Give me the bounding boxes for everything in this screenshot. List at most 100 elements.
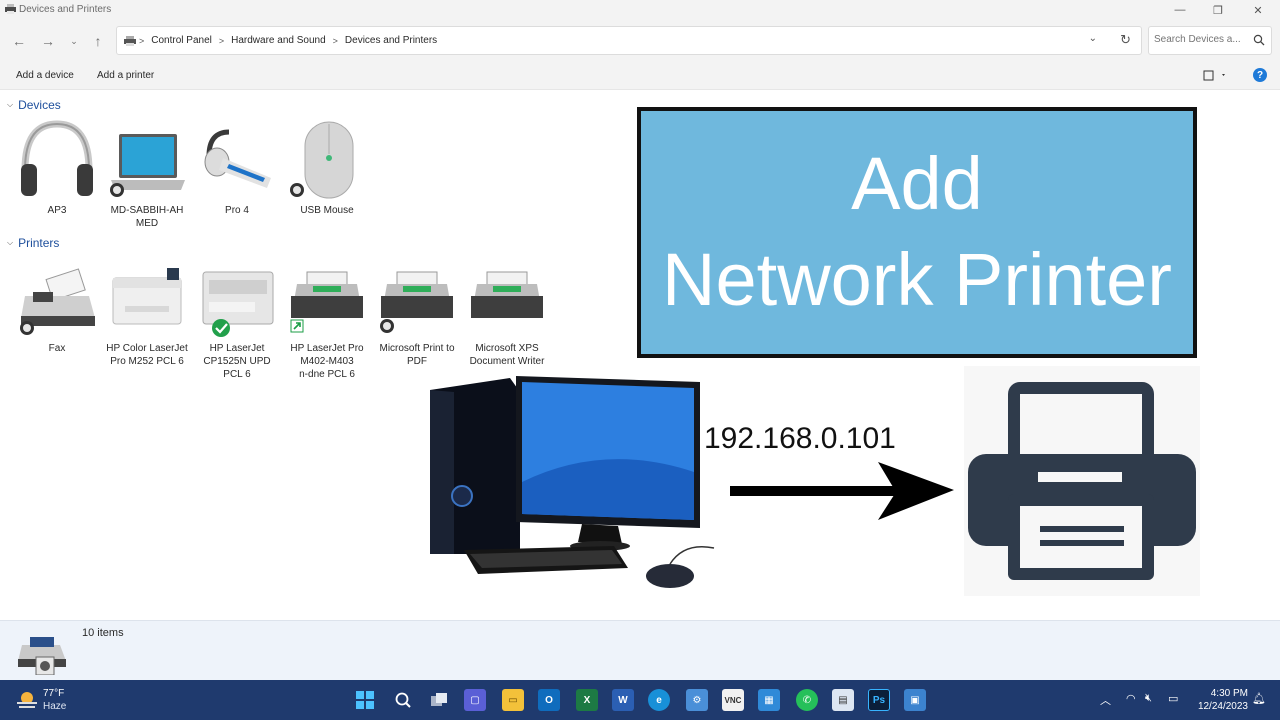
refresh-icon[interactable]: ↻ (1120, 32, 1131, 47)
chevron-down-icon: ⌵ (7, 238, 14, 247)
printer-label: HP Color LaserJet Pro M252 PCL 6 (106, 343, 188, 367)
clock-time: 4:30 PM (1210, 688, 1248, 699)
control-panel-icon[interactable]: ⚙ (686, 689, 708, 711)
device-usb-mouse[interactable]: USB Mouse (282, 118, 372, 217)
weather-condition: Haze (43, 701, 67, 712)
help-button[interactable]: ? (1253, 68, 1267, 82)
breadcrumb-hardware-and-sound[interactable]: Hardware and Sound (231, 35, 326, 46)
taskbar: 77°F Haze ▢ ▭ O X W e ⚙ VNC ▦ ✆ ▤ Ps ▣ ︿… (0, 680, 1280, 720)
change-view-icon[interactable] (1203, 70, 1227, 82)
headline-line-1: Add (851, 142, 983, 225)
back-button[interactable]: ← (12, 33, 26, 49)
printer-label: Fax (48, 343, 66, 354)
add-device-button[interactable]: Add a device (16, 70, 74, 81)
fax-icon (20, 268, 95, 335)
file-explorer-icon[interactable]: ▭ (502, 689, 524, 711)
printers-header-label: Printers (18, 236, 60, 250)
device-label: MD-SABBIH-AH MED (110, 205, 184, 229)
headphones-icon (21, 120, 93, 196)
device-label: Pro 4 (225, 205, 249, 216)
whatsapp-icon[interactable]: ✆ (796, 689, 818, 711)
printer-icon (380, 271, 453, 333)
excel-icon[interactable]: X (576, 689, 598, 711)
close-button[interactable]: ✕ (1253, 4, 1263, 17)
headline-banner: Add Network Printer (637, 107, 1197, 358)
task-view-button[interactable] (428, 689, 450, 711)
breadcrumb-separator-icon: > (139, 35, 145, 46)
wifi-icon[interactable]: ◠ (1126, 693, 1136, 705)
printer-icon (471, 271, 543, 318)
laptop-icon (110, 134, 185, 197)
printer-icon (202, 271, 274, 337)
device-md-sabbih-ahmed[interactable]: MD-SABBIH-AH MED (102, 118, 192, 230)
teams-chat-icon[interactable]: ▢ (464, 689, 486, 711)
item-count: 10 items (82, 627, 124, 639)
notification-bell-icon[interactable]: 🔔︎ (1252, 693, 1266, 705)
breadcrumb: > Control Panel > Hardware and Sound > D… (139, 35, 437, 46)
taskbar-search-button[interactable] (392, 689, 414, 711)
headline-line-2: Network Printer (662, 238, 1172, 321)
printer-hp-laserjet-pro-m402[interactable]: HP LaserJet Pro M402-M403 n-dne PCL 6 (282, 266, 372, 381)
printer-microsoft-xps-writer[interactable]: Microsoft XPS Document Writer (462, 266, 552, 368)
recent-locations-button[interactable]: ⌄ (70, 35, 78, 46)
printer-icon (112, 268, 182, 325)
printers-group-header[interactable]: ⌵ Printers (7, 236, 59, 250)
chevron-down-icon[interactable]: ⌄ (1088, 33, 1097, 44)
printer-hp-color-laserjet[interactable]: HP Color LaserJet Pro M252 PCL 6 (102, 266, 192, 368)
printer-icon (964, 366, 1200, 596)
search-input[interactable] (1154, 34, 1250, 45)
vnc-viewer-icon[interactable]: VNC (722, 689, 744, 711)
mouse-icon (290, 121, 354, 199)
device-label: AP3 (47, 205, 67, 216)
device-ap3[interactable]: AP3 (12, 118, 102, 217)
ip-address-label: 192.168.0.101 (704, 422, 896, 455)
weather-temperature: 77°F (43, 688, 65, 699)
microsoft-store-icon[interactable]: ▦ (758, 689, 780, 711)
navigation-bar: ← → ⌄ ↑ > Control Panel > Hardware and S… (0, 20, 1280, 62)
up-button[interactable]: ↑ (94, 33, 102, 49)
device-pro-4[interactable]: Pro 4 (192, 118, 282, 217)
devices-printers-icon (5, 4, 16, 14)
headset-icon (204, 129, 271, 188)
maximize-button[interactable]: ❐ (1213, 4, 1223, 17)
printer-fax[interactable]: Fax (12, 266, 102, 355)
clock-date: 12/24/2023 (1197, 701, 1248, 712)
devices-header-label: Devices (18, 98, 61, 112)
printer-microsoft-print-to-pdf[interactable]: Microsoft Print to PDF (372, 266, 462, 368)
printer-hp-laserjet-cp1525n[interactable]: HP LaserJet CP1525N UPD PCL 6 (192, 266, 282, 381)
photoshop-icon[interactable]: Ps (868, 689, 890, 711)
printer-icon (290, 271, 363, 333)
printer-label: HP LaserJet CP1525N UPD PCL 6 (203, 343, 271, 380)
window-title: Devices and Printers (19, 4, 112, 15)
forward-button[interactable]: → (41, 33, 55, 49)
search-icon (395, 692, 411, 708)
start-button[interactable] (354, 689, 376, 711)
device-label: USB Mouse (300, 205, 354, 216)
devices-and-printers-taskbar-icon[interactable]: ▤ (832, 689, 854, 711)
address-bar[interactable]: > Control Panel > Hardware and Sound > D… (116, 26, 1142, 55)
add-printer-button[interactable]: Add a printer (97, 70, 155, 81)
clock[interactable]: 4:30 PM 12/24/2023 (1196, 687, 1248, 713)
printer-label: HP LaserJet Pro M402-M403 n-dne PCL 6 (290, 343, 364, 380)
breadcrumb-control-panel[interactable]: Control Panel (151, 35, 212, 46)
search-icon[interactable] (1253, 34, 1265, 46)
title-bar: Devices and Printers — ❐ ✕ (0, 0, 1280, 20)
breadcrumb-devices-and-printers[interactable]: Devices and Printers (344, 35, 438, 46)
devices-group-header[interactable]: ⌵ Devices (7, 98, 61, 112)
speaker-muted-icon[interactable]: 🔇︎ (1145, 692, 1152, 704)
battery-icon[interactable]: ▭ (1168, 693, 1179, 705)
minimize-button[interactable]: — (1174, 4, 1186, 16)
devices-and-printers-icon (18, 637, 66, 675)
windows-logo-icon (356, 691, 374, 709)
show-hidden-icons-chevron-up-icon[interactable]: ︿ (1100, 695, 1111, 707)
remote-desktop-icon[interactable]: ▣ (904, 689, 926, 711)
edge-browser-icon[interactable]: e (648, 689, 670, 711)
outlook-icon[interactable]: O (538, 689, 560, 711)
word-icon[interactable]: W (612, 689, 634, 711)
search-box[interactable] (1148, 26, 1272, 55)
chevron-down-icon: ⌵ (7, 100, 14, 109)
breadcrumb-separator-icon: > (218, 35, 225, 46)
weather-widget[interactable]: 77°F Haze (16, 688, 96, 714)
command-bar: Add a device Add a printer ? (0, 62, 1280, 90)
arrow-right-icon (730, 462, 954, 520)
